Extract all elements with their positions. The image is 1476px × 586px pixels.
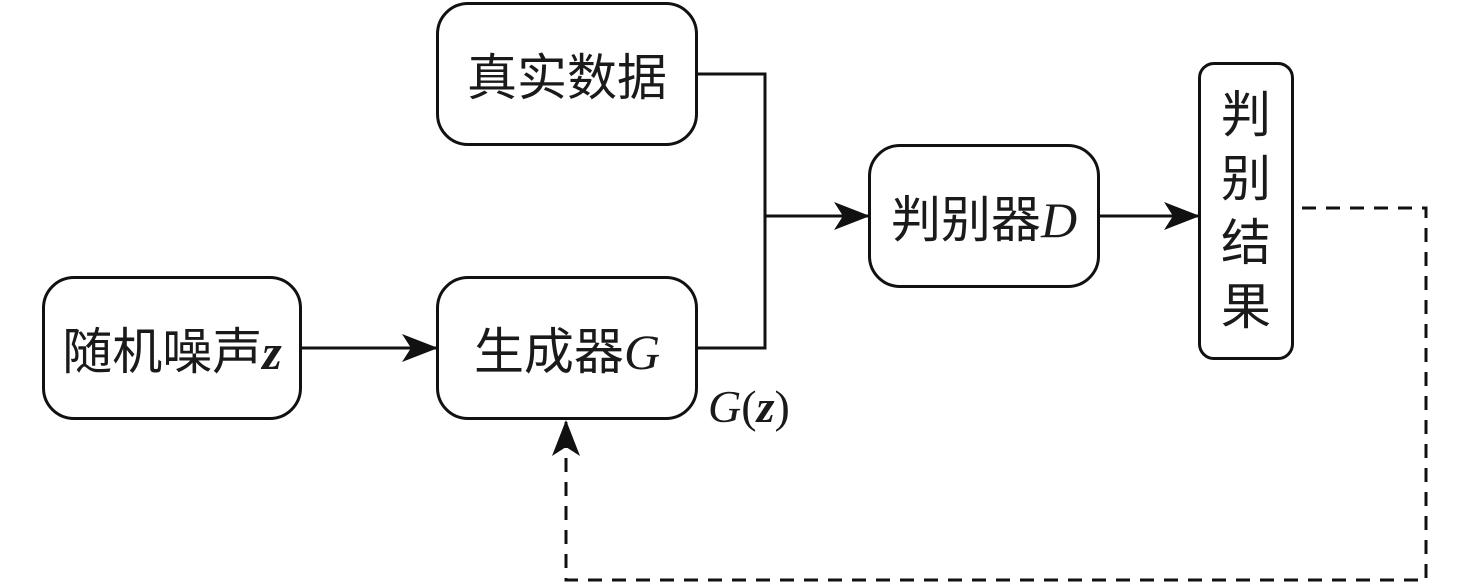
node-random-noise: 随机噪声z	[42, 276, 302, 420]
edge-label-generator-output: G(z)	[708, 380, 790, 433]
node-result-char: 别	[1221, 150, 1271, 208]
edge-feedback-dashed	[552, 206, 1428, 582]
node-generator-label: 生成器	[473, 323, 624, 381]
edge-real-data-to-junction	[698, 72, 767, 216]
node-real-data: 真实数据	[436, 2, 698, 146]
edge-generator-to-junction	[698, 216, 767, 350]
node-discrimination-result: 判 别 结 果	[1198, 62, 1294, 360]
gz-arg: z	[756, 381, 775, 432]
node-discriminator-label: 判别器	[890, 191, 1041, 249]
node-noise-var: z	[262, 324, 282, 380]
node-discriminator-var: D	[1040, 192, 1078, 248]
node-generator: 生成器G	[436, 276, 698, 420]
node-result-char: 果	[1221, 278, 1271, 336]
node-real-data-label: 真实数据	[467, 49, 667, 107]
node-discriminator: 判别器D	[868, 144, 1100, 288]
node-result-char: 结	[1221, 214, 1271, 272]
node-result-char: 判	[1221, 86, 1271, 144]
gz-open-paren: (	[741, 381, 757, 432]
node-generator-var: G	[623, 324, 661, 380]
gz-func: G	[708, 381, 742, 432]
node-noise-label: 随机噪声	[62, 323, 263, 381]
gz-close-paren: )	[774, 381, 790, 432]
